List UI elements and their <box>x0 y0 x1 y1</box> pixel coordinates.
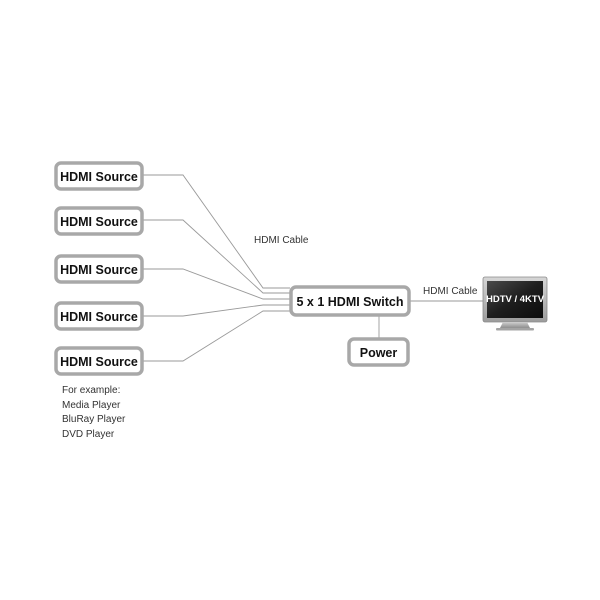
source-box-3: HDMI Source <box>54 254 144 284</box>
tv-label: HDTV / 4KTV <box>486 294 545 305</box>
cable-line-source-4 <box>143 304 290 317</box>
source-label: HDMI Source <box>60 310 138 324</box>
example-item: BluRay Player <box>62 414 126 425</box>
tv-stand <box>500 322 530 328</box>
source-box-4: HDMI Source <box>54 301 144 331</box>
cable-line-source-1 <box>143 174 290 289</box>
cable-line-source-2 <box>143 219 290 294</box>
source-label: HDMI Source <box>60 170 138 184</box>
source-box-2: HDMI Source <box>54 206 144 236</box>
cable-line-source-3 <box>143 268 290 300</box>
source-label: HDMI Source <box>60 355 138 369</box>
tv-screen <box>487 281 543 318</box>
tv-base <box>496 328 534 331</box>
cable-line-source-5 <box>143 310 290 362</box>
source-box-5: HDMI Source <box>54 346 144 376</box>
source-label: HDMI Source <box>60 263 138 277</box>
power-label: Power <box>360 346 398 360</box>
example-item: DVD Player <box>62 428 115 440</box>
output-cable-label: HDMI Cable <box>423 286 478 297</box>
input-cable-label: HDMI Cable <box>254 235 309 246</box>
example-item: Media Player <box>62 399 121 411</box>
switch-box: 5 x 1 HDMI Switch <box>289 285 411 317</box>
source-box-1: HDMI Source <box>54 161 144 191</box>
example-heading: For example: <box>62 385 121 396</box>
tv-icon: HDTV / 4KTV <box>482 276 548 331</box>
example-devices-note: For example: Media Player BluRay Player … <box>62 384 125 442</box>
power-box: Power <box>347 337 410 367</box>
source-label: HDMI Source <box>60 215 138 229</box>
cable-group <box>143 174 486 362</box>
switch-label: 5 x 1 HDMI Switch <box>297 295 404 309</box>
